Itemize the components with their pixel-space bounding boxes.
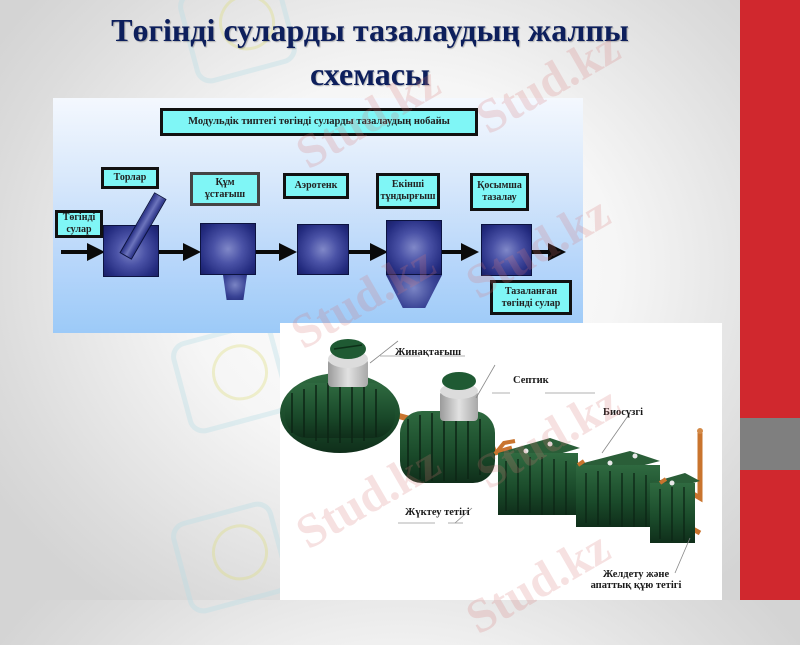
callout-biofilter: Биосүзгі	[603, 407, 644, 418]
stage-label-aerotank: Аэротенк	[283, 173, 349, 199]
arrow-head	[87, 243, 105, 261]
callout-septic: Септик	[513, 375, 549, 386]
treatment-flow-diagram: Модульдік типтегі төгінді суларды тазала…	[53, 98, 583, 333]
diagram-header: Модульдік типтегі төгінді суларды тазала…	[160, 108, 478, 136]
accent-side-bar	[740, 0, 800, 600]
arrow-head	[370, 243, 388, 261]
clarifier-hopper	[386, 275, 442, 308]
sand-trap-hopper	[223, 275, 247, 300]
arrow	[349, 250, 379, 254]
arrow-head	[548, 243, 566, 261]
slide-title: Төгінді суларды тазалаудың жалпы схемасы	[40, 8, 700, 96]
arrow	[159, 250, 189, 254]
stage-label-screens: Торлар	[101, 167, 159, 189]
callout-accumulator: Жинақтағыш	[395, 347, 462, 358]
arrow-head	[279, 243, 297, 261]
callout-ventilation: Желдету және апаттық құю тетігі	[590, 569, 682, 591]
arrow	[532, 250, 552, 254]
sand-trap-tank	[200, 223, 256, 275]
septic-system-illustration: Жинақтағыш Септик Биосүзгі Жүктеу тетігі…	[280, 323, 722, 600]
arrow	[442, 250, 472, 254]
title-line-1: Төгінді суларды тазалаудың жалпы	[111, 12, 629, 48]
title-line-2: схемасы	[310, 56, 430, 92]
accent-grey-block	[740, 418, 800, 470]
arrow-head	[183, 243, 201, 261]
aerotank-tank	[297, 224, 349, 275]
callout-loading-device: Жүктеу тетігі	[405, 507, 470, 518]
logo-watermark	[167, 318, 294, 437]
septic-system-drawing	[280, 339, 703, 574]
logo-watermark	[167, 498, 294, 617]
arrow	[61, 250, 91, 254]
clarifier-tank	[386, 220, 442, 275]
arrow-head	[461, 243, 479, 261]
additional-treatment-tank	[481, 224, 532, 276]
arrow	[256, 250, 286, 254]
